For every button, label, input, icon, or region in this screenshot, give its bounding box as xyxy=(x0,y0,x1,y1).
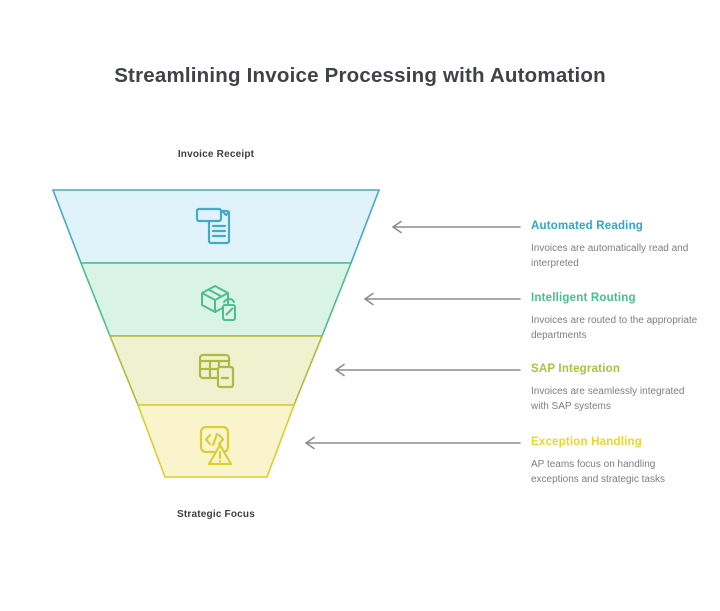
funnel-bottom-label: Strategic Focus xyxy=(176,509,256,520)
callout-description: Invoices are automatically read and inte… xyxy=(531,243,689,269)
package-routing-icon xyxy=(201,285,236,321)
funnel-layer-sap-integration xyxy=(108,335,324,406)
callout-description: AP teams focus on handling exceptions an… xyxy=(531,459,665,485)
callout-title: Intelligent Routing xyxy=(531,292,636,304)
callout-automated-reading: Automated Reading Invoices are automatic… xyxy=(531,220,707,271)
callout-title: Automated Reading xyxy=(531,220,644,232)
callout-arrow-automated-reading xyxy=(392,220,521,234)
document-scan-icon xyxy=(195,207,231,245)
callout-arrow-intelligent-routing xyxy=(364,292,521,306)
callout-sap-integration: SAP Integration Invoices are seamlessly … xyxy=(531,363,707,414)
callout-arrow-exception-handling xyxy=(305,436,521,450)
callout-title: Exception Handling xyxy=(531,436,642,448)
funnel-layer-exception-handling xyxy=(136,404,296,478)
callout-arrow-sap-integration xyxy=(335,363,521,377)
callout-description: Invoices are routed to the appropriate d… xyxy=(531,315,698,341)
callout-title: SAP Integration xyxy=(531,363,621,375)
callout-exception-handling: Exception Handling AP teams focus on han… xyxy=(531,436,707,487)
page-title: Streamlining Invoice Processing with Aut… xyxy=(114,63,606,87)
callout-intelligent-routing: Intelligent Routing Invoices are routed … xyxy=(531,292,707,343)
code-alert-icon xyxy=(199,425,233,466)
table-document-icon xyxy=(198,353,235,389)
callout-description: Invoices are seamlessly integrated with … xyxy=(531,386,685,412)
funnel-top-label: Invoice Receipt xyxy=(177,149,255,160)
